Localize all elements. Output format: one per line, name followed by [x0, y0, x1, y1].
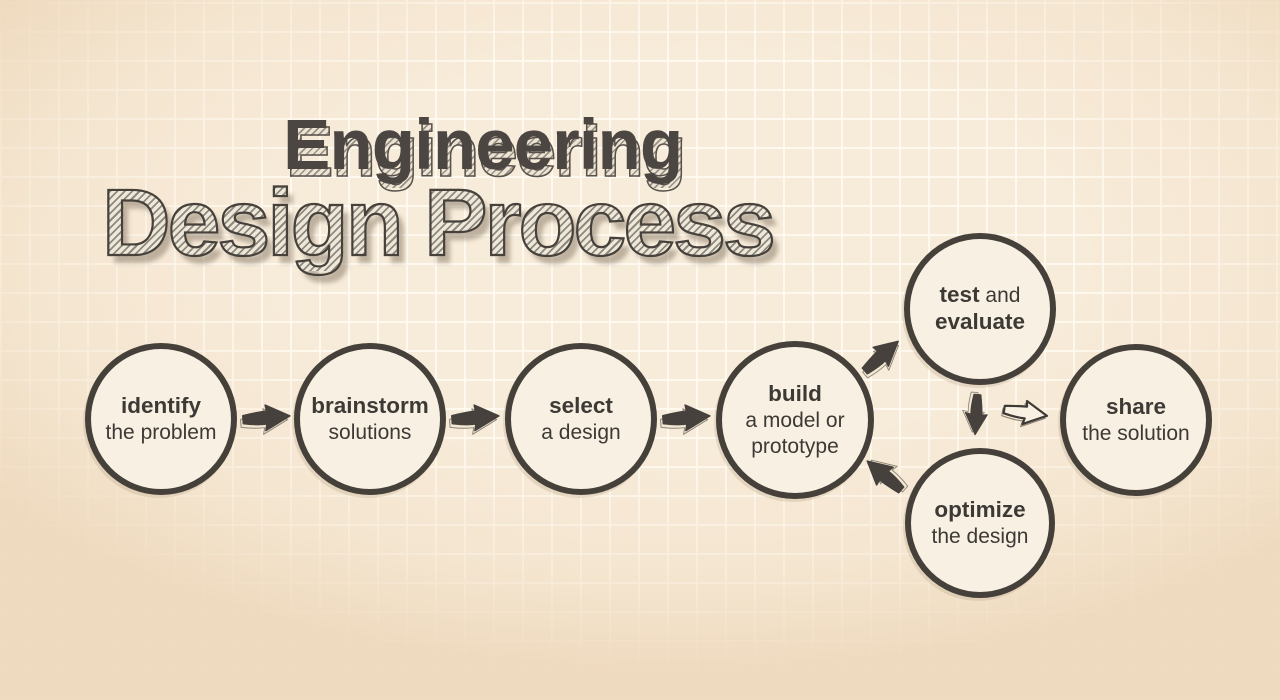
step-share: share the solution [1060, 344, 1212, 496]
step-brainstorm-line2: solutions [328, 420, 412, 444]
arrow-identify-to-brainstorm-icon [240, 404, 291, 435]
step-select: select a design [505, 343, 657, 495]
step-test-line2: evaluate [934, 309, 1026, 334]
step-share-line1: share [1105, 393, 1167, 419]
arrow-body [866, 460, 905, 494]
step-identify: identify the problem [85, 343, 237, 495]
step-identify-line1: identify [120, 392, 201, 418]
arrow-brainstorm-to-select-icon [449, 404, 500, 435]
step-share-line2: the solution [1082, 421, 1190, 445]
step-optimize-line1: optimize [934, 496, 1026, 522]
arrow-to-share-icon [1001, 399, 1049, 428]
step-optimize-line2: the design [931, 524, 1029, 548]
arrow-test-to-optimize-icon [962, 391, 988, 436]
step-identify-line2: the problem [105, 420, 217, 444]
step-select-line1: select [549, 392, 613, 418]
step-optimize: optimize the design [905, 448, 1055, 598]
arrow-body [964, 393, 988, 436]
step-build-line3: prototype [751, 434, 839, 458]
step-build-line2: a model or [745, 408, 845, 432]
title-line2: Design Process [101, 174, 777, 271]
step-test-line1: test and [939, 282, 1021, 307]
step-brainstorm-line1: brainstorm [311, 392, 429, 418]
step-build-line1: build [768, 380, 822, 406]
step-select-line2: a design [541, 420, 621, 444]
step-test-evaluate: test and evaluate [904, 233, 1056, 385]
step-brainstorm: brainstorm solutions [294, 343, 446, 495]
arrow-select-to-build-icon [660, 404, 711, 435]
arrow-build-to-test-icon [861, 340, 900, 379]
step-build: build a model or prototype [716, 341, 874, 499]
arrow-body [1002, 399, 1049, 426]
